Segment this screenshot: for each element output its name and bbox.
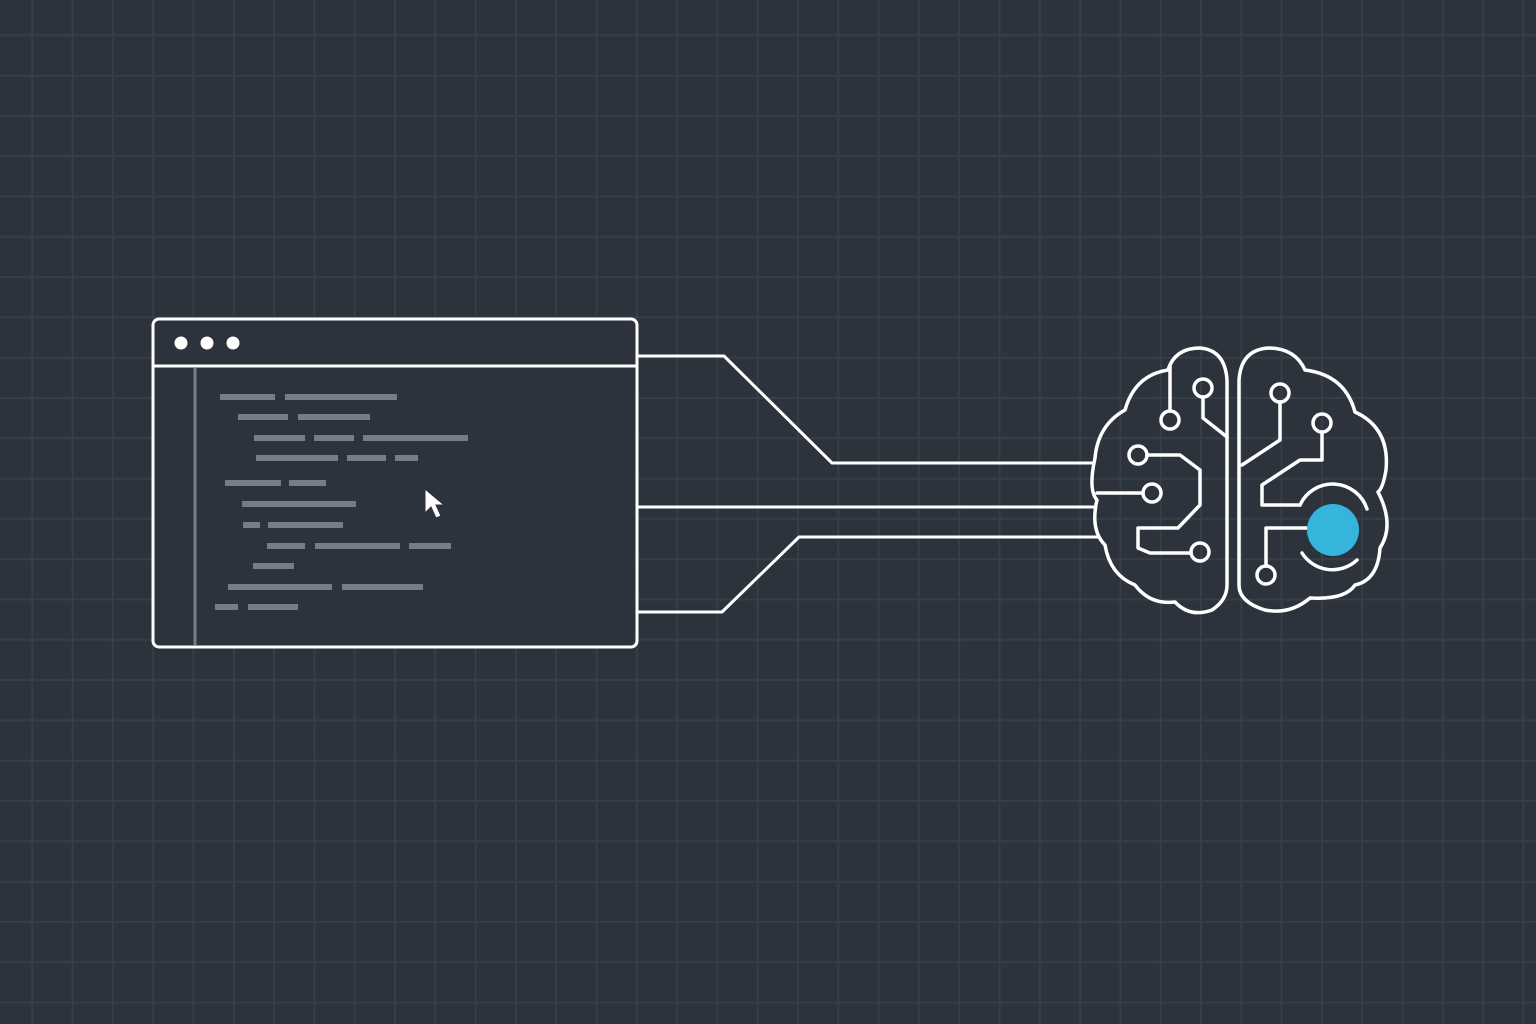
accent-node-icon (1307, 504, 1359, 556)
circuit-arc (1298, 482, 1369, 511)
code-line (268, 522, 343, 528)
code-line (347, 455, 386, 461)
code-line (225, 480, 281, 486)
circuit-arc (1300, 551, 1359, 572)
code-line (314, 435, 354, 441)
circuit-node (1159, 409, 1181, 431)
code-line (395, 455, 418, 461)
brain-left-hemisphere (1090, 346, 1229, 615)
wire-top (637, 354, 1094, 465)
code-line (228, 584, 332, 590)
code-line (248, 604, 298, 610)
code-line (256, 455, 338, 461)
brain-right-hemisphere (1237, 346, 1389, 613)
code-line (253, 563, 294, 569)
window-dot-icon (226, 336, 240, 350)
circuit-trace (1260, 430, 1324, 507)
circuit-trace (1201, 395, 1229, 439)
code-line (254, 435, 305, 441)
circuit-node (1269, 382, 1291, 404)
code-line (242, 501, 356, 507)
code-line (285, 394, 397, 400)
circuit-brain-icon (1090, 346, 1389, 615)
code-line (409, 543, 451, 549)
circuit-node (1189, 541, 1211, 563)
circuit-node (1127, 444, 1149, 466)
window-dot-icon (200, 336, 214, 350)
code-line (220, 394, 275, 400)
browser-window-icon (151, 317, 639, 649)
circuit-node (1255, 564, 1277, 586)
circuit-trace (1264, 526, 1312, 568)
wire-bottom (637, 535, 1098, 614)
code-line (289, 480, 326, 486)
code-line (298, 414, 370, 420)
circuit-node (1141, 482, 1163, 504)
code-line (267, 543, 305, 549)
mouse-pointer-icon (424, 487, 446, 519)
code-line (243, 522, 260, 528)
code-line (315, 543, 400, 549)
code-lines (215, 394, 468, 610)
code-line (342, 584, 423, 590)
code-line (238, 414, 288, 420)
connector-wires (637, 354, 1098, 614)
window-dot-icon (174, 336, 188, 350)
code-line (363, 435, 468, 441)
circuit-trace (1136, 453, 1202, 555)
circuit-trace (1240, 400, 1282, 467)
circuit-node (1192, 377, 1214, 399)
code-line (215, 604, 238, 610)
